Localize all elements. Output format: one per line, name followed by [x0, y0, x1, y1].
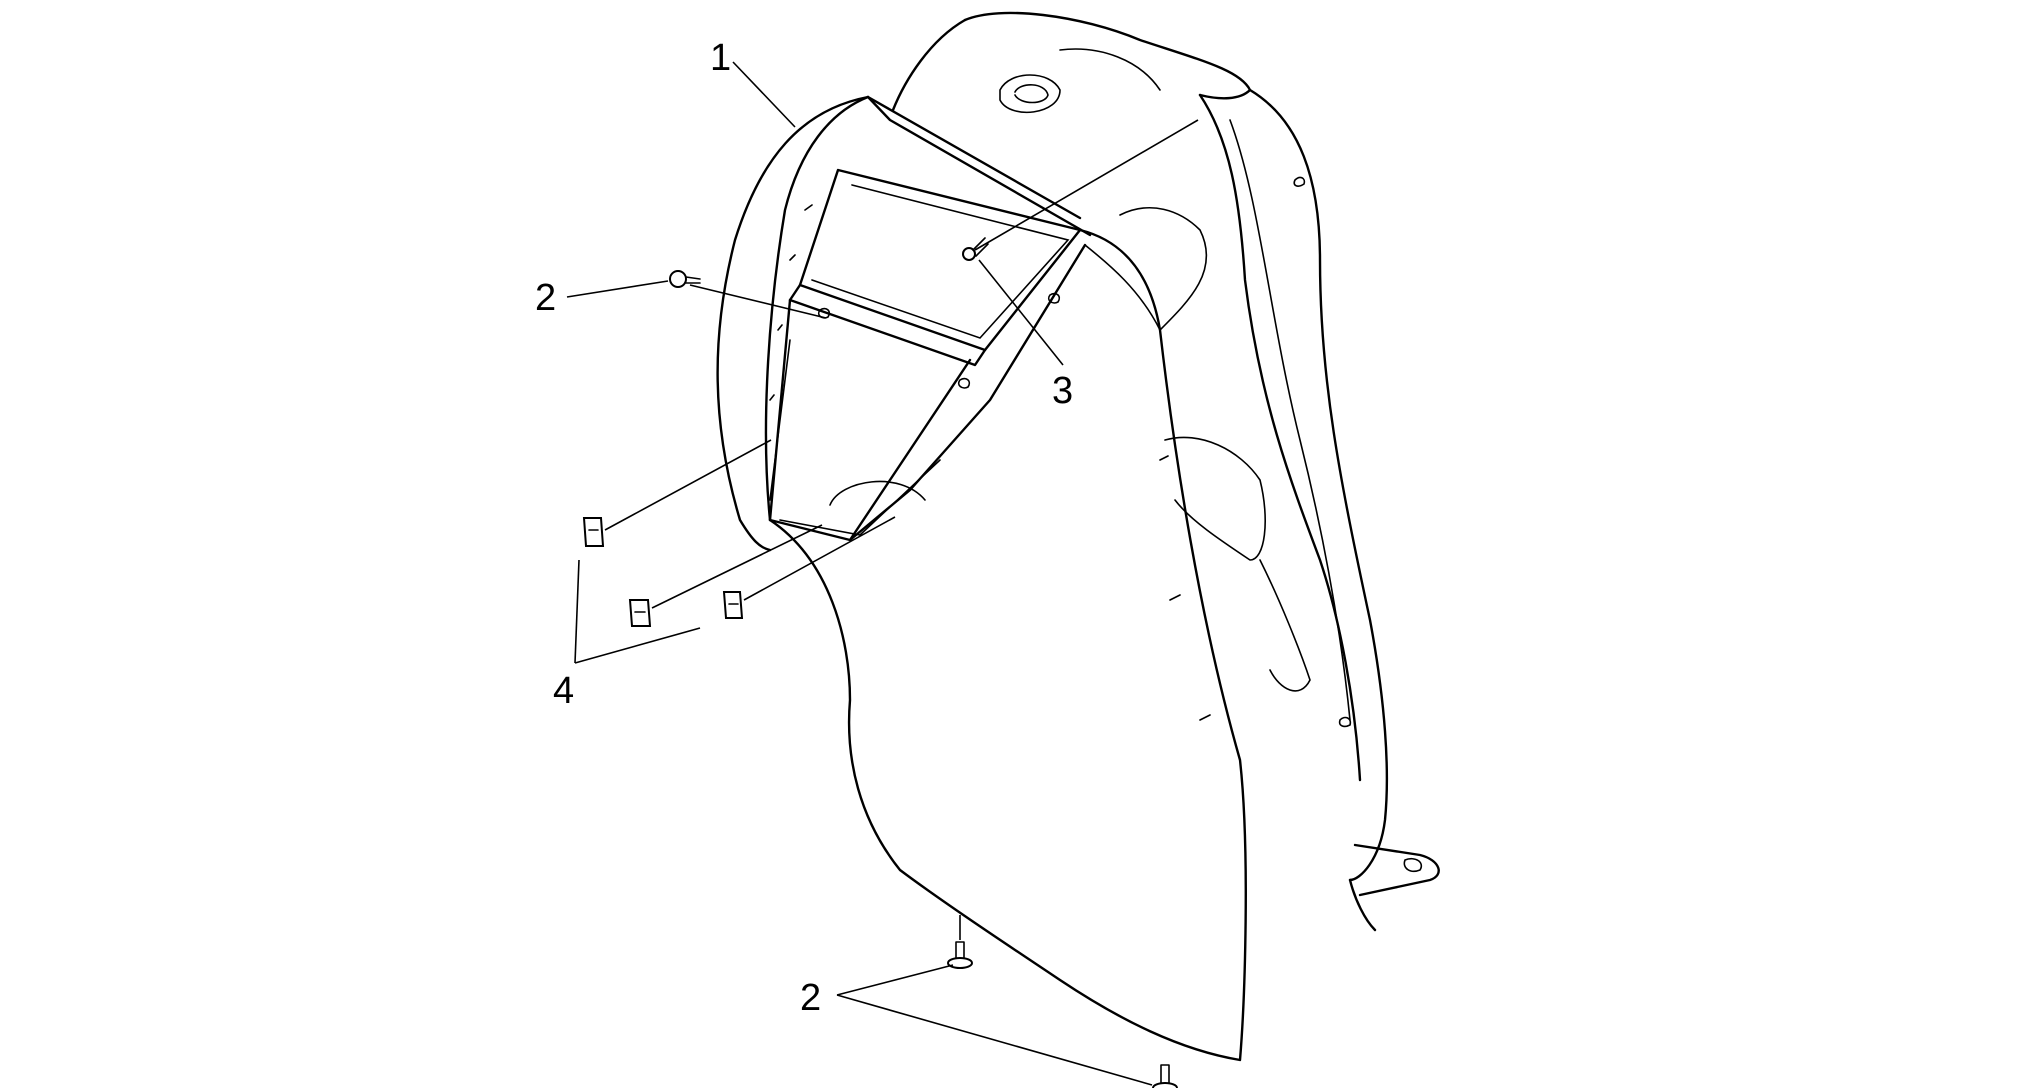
screw-center [962, 237, 989, 261]
screw-bottom-2 [1152, 1064, 1178, 1088]
screw-upper-left [669, 270, 701, 288]
clip-nut-1 [582, 517, 605, 547]
leader-lines [566, 61, 1199, 1086]
screw-bottom-1 [947, 941, 973, 969]
front-shield-panel [716, 11, 1440, 1062]
callout-2-upper: 2 [535, 277, 556, 319]
callout-4: 4 [553, 670, 574, 712]
callout-2-lower: 2 [800, 977, 821, 1019]
clip-nut-3 [722, 591, 744, 619]
callout-3: 3 [1052, 370, 1073, 412]
callout-1: 1 [710, 37, 731, 79]
clip-nut-2 [628, 599, 652, 627]
